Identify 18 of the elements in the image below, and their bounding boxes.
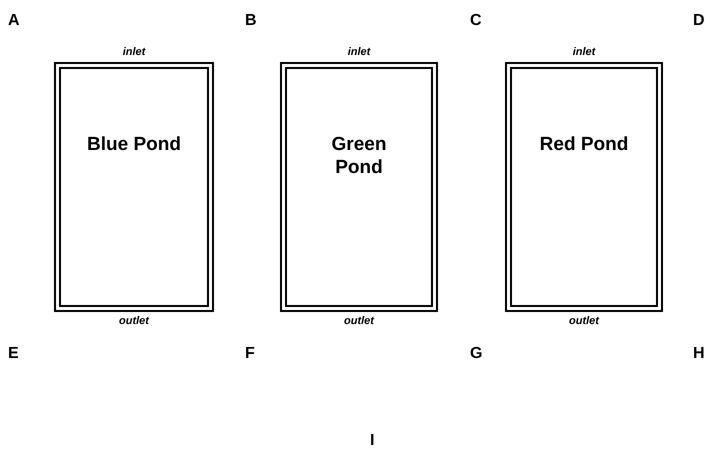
- corner-letter: B: [245, 12, 257, 30]
- corner-letter: H: [693, 345, 705, 363]
- corner-letter: E: [8, 345, 19, 363]
- outlet-label: outlet: [569, 315, 599, 327]
- corner-letter: G: [470, 345, 482, 363]
- inlet-label: inlet: [348, 46, 370, 58]
- pond-name: Green Pond: [330, 133, 388, 179]
- pond-name: Red Pond: [540, 133, 628, 156]
- outlet-label: outlet: [344, 315, 374, 327]
- pond-name: Blue Pond: [87, 133, 181, 156]
- corner-letter: F: [245, 345, 255, 363]
- corner-letter: C: [470, 12, 482, 30]
- inlet-label: inlet: [572, 46, 596, 58]
- corner-letter: A: [8, 12, 20, 30]
- corner-letter: D: [693, 12, 705, 30]
- inlet-label: inlet: [122, 46, 146, 58]
- corner-letter: I: [370, 432, 374, 450]
- outlet-label: outlet: [119, 315, 149, 327]
